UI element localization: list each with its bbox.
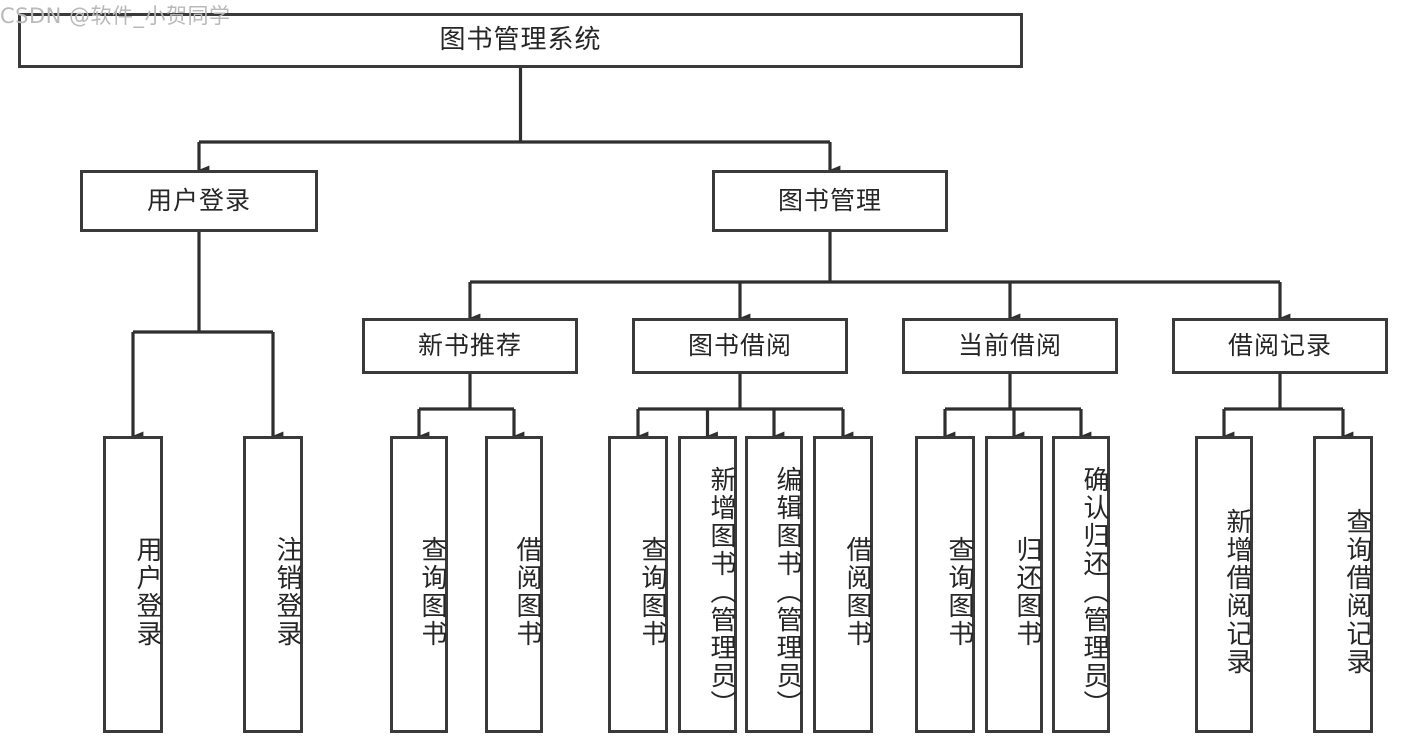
node-leaf-confirm-return-admin: 确认归还（管理员） (1052, 436, 1110, 733)
node-book-manage: 图书管理 (712, 170, 948, 232)
node-label: 新书推荐 (417, 330, 522, 360)
node-label: 查询图书 (637, 535, 667, 648)
node-label: 注销登录 (272, 535, 302, 648)
node-leaf-borrow-book-rec: 借阅图书 (485, 436, 543, 733)
node-leaf-add-book-admin: 新增图书（管理员） (678, 436, 737, 733)
node-label: 用户登录 (146, 185, 251, 215)
node-label: 图书管理系统 (439, 24, 602, 55)
node-label: 图书管理 (777, 185, 882, 215)
node-leaf-borrow-book: 借阅图书 (813, 436, 873, 733)
node-label: 借阅图书 (512, 535, 542, 648)
node-label: 用户登录 (132, 535, 162, 648)
node-new-book-rec: 新书推荐 (362, 318, 578, 374)
node-leaf-query-book-rec: 查询图书 (390, 436, 448, 733)
node-book-borrow: 图书借阅 (632, 318, 848, 374)
node-label: 图书借阅 (687, 330, 792, 360)
node-leaf-return-book: 归还图书 (985, 436, 1043, 733)
node-leaf-query-book-borrow: 查询图书 (608, 436, 668, 733)
node-label: 新增图书（管理员） (706, 465, 736, 718)
node-label: 查询图书 (417, 535, 447, 648)
node-root: 图书管理系统 (18, 13, 1023, 68)
node-label: 确认归还（管理员） (1079, 465, 1109, 718)
node-label: 借阅图书 (842, 535, 872, 648)
node-label: 编辑图书（管理员） (772, 465, 802, 718)
node-label: 当前借阅 (957, 330, 1062, 360)
node-label: 查询图书 (944, 535, 974, 648)
node-label: 归还图书 (1012, 535, 1042, 648)
node-leaf-add-borrow-record: 新增借阅记录 (1195, 436, 1253, 733)
node-label: 新增借阅记录 (1222, 507, 1252, 676)
node-leaf-query-borrow-record: 查询借阅记录 (1313, 436, 1373, 733)
node-label: 借阅记录 (1227, 330, 1332, 360)
node-leaf-user-login: 用户登录 (103, 436, 163, 733)
edge-layer (131, 68, 1354, 441)
node-leaf-user-logout: 注销登录 (243, 436, 303, 733)
csdn-watermark: CSDN @软件_小贺同学 (0, 4, 231, 28)
node-user-login: 用户登录 (80, 170, 318, 232)
node-label: 查询借阅记录 (1342, 507, 1372, 676)
node-borrow-record: 借阅记录 (1172, 318, 1388, 374)
node-leaf-query-book-current: 查询图书 (915, 436, 975, 733)
node-leaf-edit-book-admin: 编辑图书（管理员） (745, 436, 803, 733)
node-current-borrow: 当前借阅 (902, 318, 1118, 374)
